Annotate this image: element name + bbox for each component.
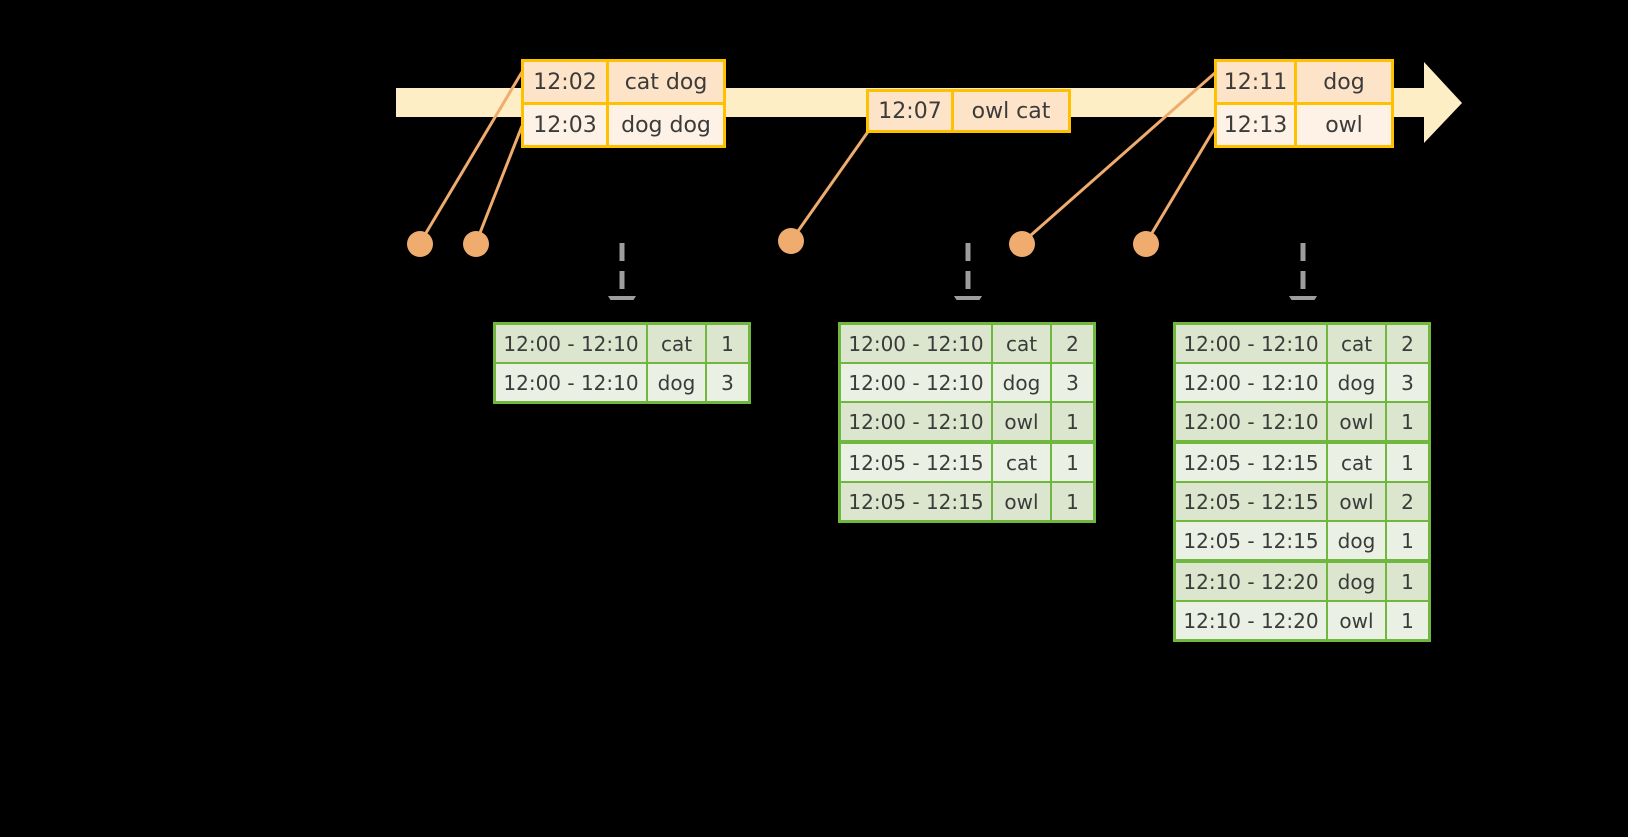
table-row: 12:00 - 12:10 dog 3	[841, 364, 1093, 401]
connector-line-1	[418, 71, 524, 244]
window-cell: 12:00 - 12:10	[496, 325, 646, 362]
key-cell: owl	[1328, 602, 1385, 639]
window-cell: 12:05 - 12:15	[1176, 483, 1326, 520]
dashed-arrow-2	[954, 243, 982, 300]
dashed-arrow-1	[608, 243, 636, 300]
key-cell: cat	[1328, 325, 1385, 362]
dashed-arrow-3	[1289, 243, 1317, 300]
window-cell: 12:05 - 12:15	[1176, 522, 1326, 559]
window-cell: 12:00 - 12:10	[1176, 364, 1326, 401]
key-cell: owl	[993, 403, 1050, 440]
connector-line-2	[474, 125, 524, 244]
event-row: 12:11 dog	[1217, 62, 1391, 102]
count-cell: 1	[707, 325, 748, 362]
event-row: 12:02 cat dog	[524, 62, 723, 102]
count-cell: 1	[1052, 444, 1093, 481]
count-cell: 1	[1387, 522, 1428, 559]
key-cell: dog	[993, 364, 1050, 401]
window-cell: 12:05 - 12:15	[841, 444, 991, 481]
table-row: 12:05 - 12:15 dog 1	[1176, 522, 1428, 559]
key-cell: dog	[648, 364, 705, 401]
count-cell: 1	[1387, 444, 1428, 481]
event-time: 12:07	[869, 92, 954, 130]
event-text: cat dog	[609, 62, 723, 102]
window-cell: 12:10 - 12:20	[1176, 602, 1326, 639]
count-cell: 1	[1052, 483, 1093, 520]
event-time: 12:02	[524, 62, 609, 102]
event-dot-5	[1133, 231, 1159, 257]
table-row: 12:00 - 12:10 cat 2	[1176, 325, 1428, 362]
event-group-3: 12:11 dog 12:13 owl	[1214, 59, 1394, 148]
count-cell: 3	[1052, 364, 1093, 401]
table-row: 12:00 - 12:10 cat 1	[496, 325, 748, 362]
window-cell: 12:00 - 12:10	[1176, 325, 1326, 362]
connector-line-3	[789, 125, 874, 242]
table-row: 12:05 - 12:15 cat 1	[1176, 444, 1428, 481]
table-row: 12:05 - 12:15 owl 2	[1176, 483, 1428, 520]
window-cell: 12:00 - 12:10	[841, 403, 991, 440]
event-row: 12:03 dog dog	[524, 102, 723, 145]
key-cell: owl	[1328, 483, 1385, 520]
window-cell: 12:10 - 12:20	[1176, 563, 1326, 600]
event-text: dog	[1297, 62, 1391, 102]
key-cell: owl	[1328, 403, 1385, 440]
event-text: owl cat	[954, 92, 1068, 130]
event-text: dog dog	[609, 105, 723, 145]
window-cell: 12:00 - 12:10	[841, 364, 991, 401]
result-table-2: 12:00 - 12:10 cat 2 12:00 - 12:10 dog 3 …	[838, 322, 1096, 523]
key-cell: owl	[993, 483, 1050, 520]
event-dot-2	[463, 231, 489, 257]
event-dot-3	[778, 228, 804, 254]
event-row: 12:07 owl cat	[869, 92, 1068, 130]
table-row: 12:10 - 12:20 owl 1	[1176, 602, 1428, 639]
key-cell: cat	[993, 325, 1050, 362]
window-cell: 12:00 - 12:10	[841, 325, 991, 362]
window-cell: 12:05 - 12:15	[1176, 444, 1326, 481]
count-cell: 1	[1387, 403, 1428, 440]
count-cell: 2	[1387, 483, 1428, 520]
key-cell: cat	[1328, 444, 1385, 481]
event-time: 12:03	[524, 105, 609, 145]
connector-line-4	[1021, 70, 1217, 245]
table-row: 12:00 - 12:10 dog 3	[1176, 364, 1428, 401]
window-cell: 12:00 - 12:10	[1176, 403, 1326, 440]
result-table-3: 12:00 - 12:10 cat 2 12:00 - 12:10 dog 3 …	[1173, 322, 1431, 642]
table-row: 12:00 - 12:10 dog 3	[496, 364, 748, 401]
event-dot-4	[1009, 231, 1035, 257]
count-cell: 2	[1387, 325, 1428, 362]
event-row: 12:13 owl	[1217, 102, 1391, 145]
event-group-2: 12:07 owl cat	[866, 89, 1071, 133]
key-cell: cat	[648, 325, 705, 362]
event-group-1: 12:02 cat dog 12:03 dog dog	[521, 59, 726, 148]
table-row: 12:00 - 12:10 owl 1	[1176, 403, 1428, 440]
timeline-and-connectors	[396, 62, 1462, 300]
event-time: 12:13	[1217, 105, 1297, 145]
count-cell: 1	[1052, 403, 1093, 440]
table-row: 12:00 - 12:10 cat 2	[841, 325, 1093, 362]
table-row: 12:10 - 12:20 dog 1	[1176, 563, 1428, 600]
count-cell: 2	[1052, 325, 1093, 362]
key-cell: dog	[1328, 364, 1385, 401]
window-cell: 12:05 - 12:15	[841, 483, 991, 520]
key-cell: dog	[1328, 522, 1385, 559]
count-cell: 1	[1387, 602, 1428, 639]
window-cell: 12:00 - 12:10	[496, 364, 646, 401]
table-row: 12:05 - 12:15 cat 1	[841, 444, 1093, 481]
table-row: 12:05 - 12:15 owl 1	[841, 483, 1093, 520]
connector-line-5	[1144, 125, 1218, 244]
key-cell: dog	[1328, 563, 1385, 600]
event-text: owl	[1297, 105, 1391, 145]
event-dot-1	[407, 231, 433, 257]
event-time: 12:11	[1217, 62, 1297, 102]
count-cell: 3	[707, 364, 748, 401]
table-row: 12:00 - 12:10 owl 1	[841, 403, 1093, 440]
key-cell: cat	[993, 444, 1050, 481]
result-table-1: 12:00 - 12:10 cat 1 12:00 - 12:10 dog 3	[493, 322, 751, 404]
count-cell: 1	[1387, 563, 1428, 600]
count-cell: 3	[1387, 364, 1428, 401]
